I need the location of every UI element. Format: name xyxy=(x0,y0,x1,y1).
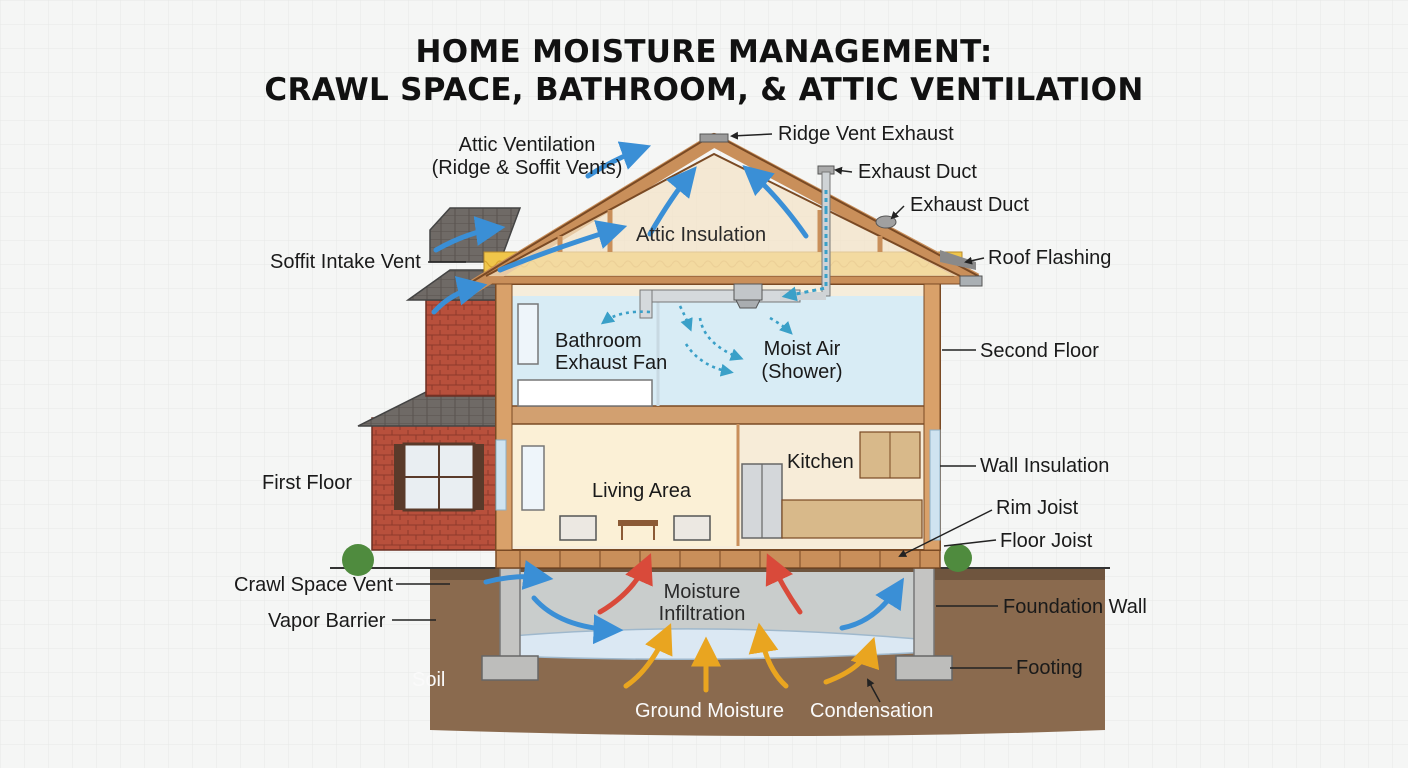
ground-moisture-label: Ground Moisture xyxy=(635,700,784,722)
moisture-infiltration-sublabel: Infiltration xyxy=(658,603,746,625)
roof-flashing-label: Roof Flashing xyxy=(988,247,1112,269)
floor-joist-label: Floor Joist xyxy=(1000,530,1093,552)
attic-ventilation-sublabel: (Ridge & Soffit Vents) xyxy=(431,157,623,179)
first-floor-label: First Floor xyxy=(262,472,352,494)
exhaust-duct-label-2: Exhaust Duct xyxy=(910,194,1029,216)
soil-label: Soil xyxy=(412,669,446,691)
attic-insulation-label: Attic Insulation xyxy=(636,224,767,246)
foundation-wall-label: Foundation Wall xyxy=(1003,596,1147,618)
footing-label: Footing xyxy=(1016,657,1083,679)
soffit-intake-vent-label: Soffit Intake Vent xyxy=(270,251,421,273)
wall-insulation-label: Wall Insulation xyxy=(980,455,1110,477)
second-floor-label: Second Floor xyxy=(980,340,1099,362)
ridge-vent-exhaust-label: Ridge Vent Exhaust xyxy=(778,123,954,145)
diagram-title-line-1: HOME MOISTURE MANAGEMENT: xyxy=(415,34,993,70)
rim-joist-label: Rim Joist xyxy=(996,497,1079,519)
moisture-infiltration-label: Moisture xyxy=(663,581,741,603)
moist-air-sublabel: (Shower) xyxy=(761,361,843,383)
condensation-label: Condensation xyxy=(810,700,934,722)
bathroom-exhaust-fan-label: Bathroom xyxy=(555,330,642,352)
diagram-title-line-2: CRAWL SPACE, BATHROOM, & ATTIC VENTILATI… xyxy=(264,72,1144,108)
exhaust-duct-label-1: Exhaust Duct xyxy=(858,161,977,183)
moist-air-label: Moist Air xyxy=(763,338,841,360)
vapor-barrier-label: Vapor Barrier xyxy=(268,610,386,632)
kitchen-label: Kitchen xyxy=(787,451,854,473)
living-area-label: Living Area xyxy=(592,480,691,502)
attic-ventilation-label: Attic Ventilation xyxy=(458,134,596,156)
bathroom-exhaust-fan-sublabel: Exhaust Fan xyxy=(555,352,668,374)
crawl-space-vent-label: Crawl Space Vent xyxy=(234,574,393,596)
